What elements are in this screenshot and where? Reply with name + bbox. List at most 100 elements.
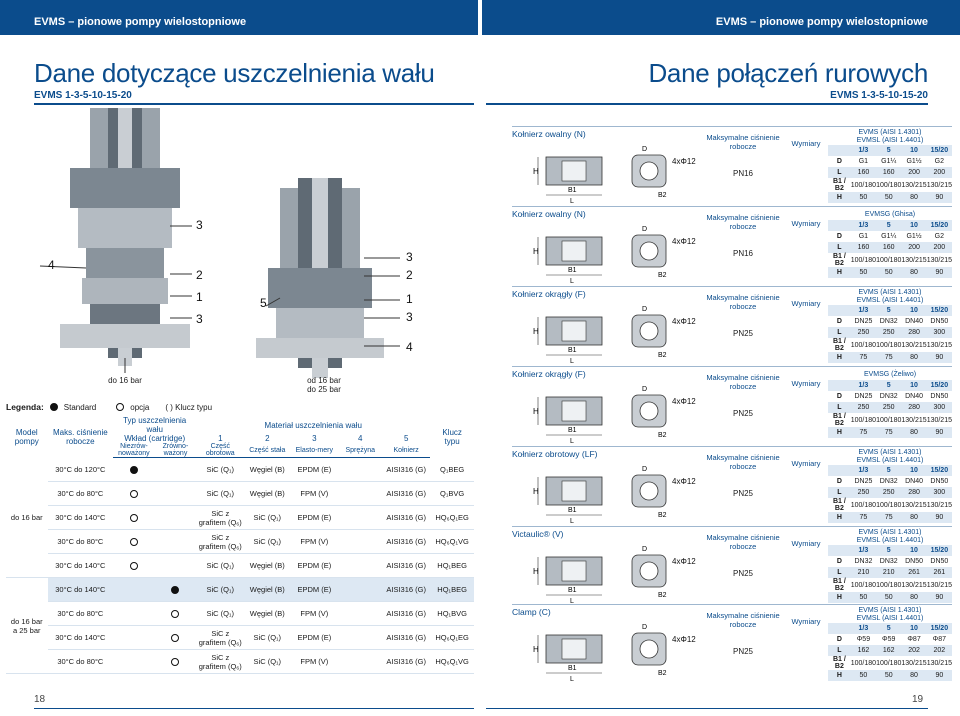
legend-label: Legenda: <box>6 402 44 412</box>
svg-text:B2: B2 <box>658 670 667 677</box>
dimension-value: 261 <box>901 567 927 578</box>
material-group: EVMS (AISI 1.4301)EVMSL (AISI 1.4401) <box>856 529 924 544</box>
svg-text:L: L <box>570 358 574 363</box>
type-key: HQ₆Q₁EG <box>430 625 474 650</box>
dimension-value: 162 <box>876 645 902 656</box>
svg-text:D: D <box>642 546 647 553</box>
flange-drawing: H B1 L B2 D <box>533 226 667 283</box>
svg-text:B1: B1 <box>568 587 577 594</box>
type-key: HQ₆Q₁VG <box>430 649 474 674</box>
header-bar-left: EVMS – pionowe pompy wielostopniowe <box>0 0 478 35</box>
dimension-key: H <box>828 352 851 363</box>
elastomer-material: EPDM (E) <box>290 505 339 530</box>
size-column: 10 <box>901 545 927 556</box>
option-dot-icon <box>129 514 138 522</box>
col-material: Materiał uszczelnienia wału <box>264 420 362 430</box>
standard-dot-icon <box>171 586 180 594</box>
svg-text:B2: B2 <box>658 272 667 279</box>
elastomer-material: EPDM (E) <box>290 553 339 578</box>
option-dot-icon <box>116 403 125 411</box>
pipe-block: Kołnierz obrotowy (LF) H B1 L B2 D 4xΦ12… <box>512 446 952 524</box>
svg-text:B2: B2 <box>658 432 667 439</box>
dimension-value: 130/215 <box>926 659 952 667</box>
dimension-key: B1 / B2 <box>832 578 846 592</box>
rotating-material: SiC z grafitem (Q₆) <box>196 529 245 554</box>
dimension-key: B1 / B2 <box>832 253 846 267</box>
dimension-value: 75 <box>876 512 902 523</box>
header-left-text: EVMS – pionowe pompy wielostopniowe <box>34 16 247 28</box>
dimension-value: 130/215 <box>926 581 952 589</box>
unbalanced-mark <box>113 505 155 530</box>
diagram-label-1-right: 1 <box>406 292 413 306</box>
size-column: 1/3 <box>850 623 877 634</box>
rotating-material: SiC (Q₁) <box>196 577 245 602</box>
col-unbalanced: Niezrów-noważony <box>113 443 155 458</box>
stationary-material: SiC (Q₁) <box>244 649 291 674</box>
size-column: 5 <box>876 305 902 316</box>
balanced-mark <box>154 505 197 530</box>
dimension-value: 50 <box>876 267 902 278</box>
dimension-value: 130/215 <box>901 581 927 589</box>
material-group: EVMS (AISI 1.4301)EVMSL (AISI 1.4401) <box>856 449 924 464</box>
stationary-material: Węgiel (B) <box>244 457 291 482</box>
caption-16-to-25-line1: od 16 bar <box>307 376 341 385</box>
dimension-value: 100/180 <box>876 416 902 424</box>
stationary-material: SiC (Q₁) <box>244 625 291 650</box>
dimension-value: 100/180 <box>876 256 902 264</box>
left-page-number: 18 <box>34 694 46 705</box>
dimension-value: 130/215 <box>901 256 927 264</box>
left-footer-rule <box>34 708 474 709</box>
elastomer-material: FPM (V) <box>290 529 339 554</box>
svg-text:D: D <box>642 306 647 313</box>
dimensions-label: Wymiary <box>791 139 821 148</box>
dimension-key: B1 / B2 <box>832 338 846 352</box>
svg-text:B2: B2 <box>658 512 667 519</box>
dimension-value: 300 <box>926 327 952 338</box>
dimension-value: 200 <box>926 242 952 253</box>
dimension-key: H <box>828 427 851 438</box>
pressure-rating: PN16 <box>732 169 753 178</box>
unbalanced-mark <box>113 577 155 602</box>
size-column: 1/3 <box>850 545 877 556</box>
dimensions-table: EVMS (AISI 1.4301)EVMSL (AISI 1.4401)1/3… <box>828 129 952 203</box>
temperature-range: 30°C do 140°C <box>47 505 114 530</box>
dimension-value: Φ87 <box>932 636 947 643</box>
dimension-value: 50 <box>850 192 877 203</box>
dimension-value: Φ59 <box>856 636 871 643</box>
right-page-number: 19 <box>912 694 924 705</box>
diagram-label-2-left: 2 <box>196 268 203 282</box>
diagram-label-1-left: 1 <box>196 290 203 304</box>
dimension-key: D <box>836 558 842 565</box>
material-group: EVMS (AISI 1.4301)EVMSL (AISI 1.4401) <box>856 607 924 622</box>
dimension-value: G2 <box>934 233 945 240</box>
dimension-value: 75 <box>850 427 877 438</box>
flange-material: AISI316 (G) <box>382 625 431 650</box>
col-m3: 3 <box>312 434 317 443</box>
dimension-value: DN50 <box>905 558 923 565</box>
dimension-value: 90 <box>926 592 952 603</box>
pressure-rating: PN16 <box>732 249 753 258</box>
dimension-value: 80 <box>901 512 927 523</box>
dimension-value: 90 <box>926 427 952 438</box>
temperature-range: 30°C do 80°C <box>47 649 114 674</box>
dimension-value: G1¼ <box>881 233 897 240</box>
dimension-key: B1 / B2 <box>832 498 846 512</box>
dimension-value: DN50 <box>930 318 949 325</box>
dimension-value: 50 <box>850 592 877 603</box>
dimension-value: 50 <box>876 592 902 603</box>
diagram-label-5: 5 <box>260 296 267 310</box>
rotating-material: SiC z grafitem (Q₆) <box>196 649 245 674</box>
standard-dot-icon <box>49 403 58 411</box>
bolt-holes-label: 4xΦ12 <box>672 397 696 406</box>
pipe-block: Kołnierz okrągły (F) H B1 L B2 D 4xΦ12 M… <box>512 286 952 366</box>
size-column: 15/20 <box>926 380 952 391</box>
col-m4: 4 <box>358 434 363 443</box>
caption-up-to-16-bar: do 16 bar <box>108 376 142 385</box>
legend-option: opcja <box>130 402 150 412</box>
dimension-value: 80 <box>901 427 927 438</box>
